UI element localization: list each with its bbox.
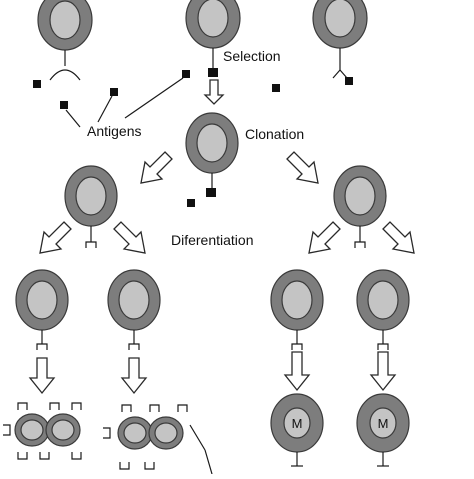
diff-arrow xyxy=(113,221,146,254)
plasma-precursor-2 xyxy=(107,269,161,350)
down-arrow xyxy=(28,357,56,395)
down-arrow xyxy=(283,351,311,392)
clone-cell-right xyxy=(333,165,387,248)
top-cell-right xyxy=(312,0,368,79)
antigens-pointer xyxy=(97,95,113,123)
antigens-label: Antigens xyxy=(87,123,142,139)
diff-arrow xyxy=(308,221,341,254)
memory-precursor-2 xyxy=(356,269,410,350)
plasma-cells-left xyxy=(3,402,82,460)
antigens-pointer xyxy=(65,109,81,128)
clonation-label: Clonation xyxy=(245,126,305,142)
plasma-cells-right xyxy=(103,404,213,475)
clone-arrow-left xyxy=(140,151,173,184)
memory-letter: M xyxy=(378,416,389,431)
down-arrow xyxy=(120,357,148,395)
diferentiation-label: Diferentiation xyxy=(171,232,254,248)
free-antigens xyxy=(33,70,353,207)
selection-label: Selection xyxy=(223,48,281,64)
clone-cell-left xyxy=(64,165,118,248)
antigens-pointer xyxy=(124,77,184,119)
top-cell-center xyxy=(185,0,241,77)
receptor-arc xyxy=(49,69,81,81)
selection-arrow xyxy=(203,79,225,105)
top-cell-left xyxy=(37,0,93,81)
diff-arrow xyxy=(39,221,72,254)
bound-antigen xyxy=(208,68,218,77)
memory-letter: M xyxy=(292,416,303,431)
receptor-fork xyxy=(332,69,348,79)
down-arrow xyxy=(369,351,397,392)
clone-arrow-right xyxy=(286,151,319,184)
plasma-precursor-1 xyxy=(15,269,69,350)
clonation-cell xyxy=(185,112,239,197)
diff-arrow xyxy=(382,221,415,254)
memory-cell-2: M xyxy=(356,393,410,467)
memory-precursor-1 xyxy=(270,269,324,350)
memory-cell-1: M xyxy=(270,393,324,467)
